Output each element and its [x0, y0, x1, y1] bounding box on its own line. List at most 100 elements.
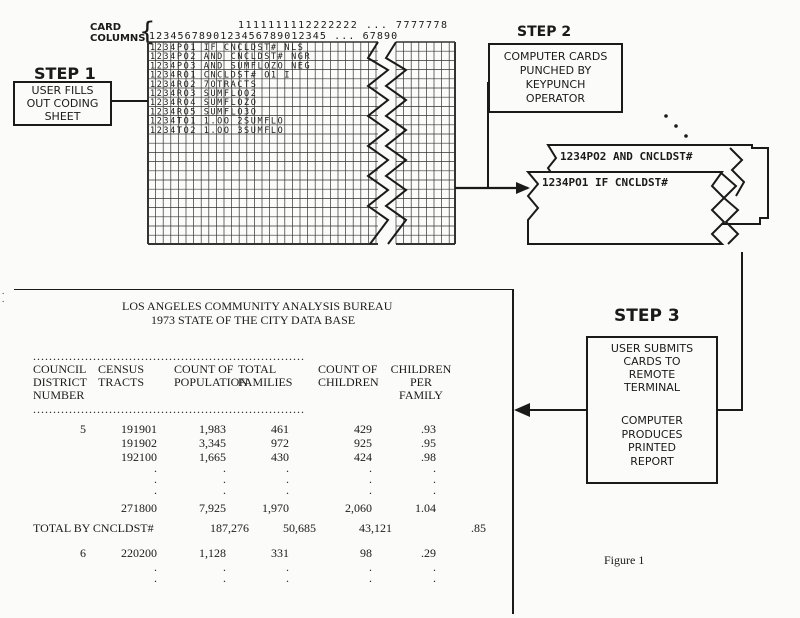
table-cell: . [286, 472, 289, 486]
table-cell: 925 [354, 436, 372, 450]
table-cell: 5 [80, 422, 86, 436]
table-cell: 192100 [121, 450, 157, 464]
table-cell: . [154, 560, 157, 574]
table-cell: . [154, 571, 157, 585]
table-cell: . [286, 483, 289, 497]
coding-sheet-row: 1234RO1 CNCLDST# O1 I [150, 71, 291, 81]
table-cell: . [433, 571, 436, 585]
table-cell: . [433, 472, 436, 486]
step3-line: PRINTED [628, 441, 676, 454]
table-cell: .98 [421, 450, 436, 464]
table-cell: 6 [80, 546, 86, 560]
total-cell: 187,276 [210, 521, 249, 535]
arrowhead-icon [514, 403, 530, 417]
table-cell: 430 [271, 450, 289, 464]
card-columns-label: CARD COLUMNS [90, 22, 146, 44]
step2-line: COMPUTER CARDS [503, 50, 608, 63]
step2-connector [455, 82, 489, 189]
coding-sheet-row: 1234PO1 IF CNCLDST# NLS [150, 43, 305, 53]
table-cell: 3,345 [199, 436, 226, 450]
step3-line: REMOTE [628, 368, 676, 381]
table-cell: 424 [354, 450, 372, 464]
table-cell: . [154, 483, 157, 497]
table-cell: 429 [354, 422, 372, 436]
step2-line: PUNCHED BY [519, 64, 592, 77]
coding-sheet-row: 1234TO2 1.OO 3SUMFLO [150, 126, 284, 136]
table-cell: 191901 [121, 422, 157, 436]
tear-edge-left [366, 41, 390, 245]
table-cell: 7,925 [199, 501, 226, 515]
total-cell: 43,121 [359, 521, 392, 535]
table-cell: 1,970 [262, 501, 289, 515]
table-cell: . [369, 461, 372, 475]
step3-line: TERMINAL [624, 381, 680, 394]
punched-card-front [525, 171, 726, 245]
coding-sheet-row: 1234RO3 SUMFLOO2 [150, 89, 257, 99]
step3-line: COMPUTER [621, 414, 683, 427]
table-cell: . [369, 571, 372, 585]
table-cell: . [154, 472, 157, 486]
step3-line: USER SUBMITS [610, 342, 694, 355]
step1-title: STEP 1 [34, 64, 96, 83]
coding-sheet-row: 1234TO1 1.OO 2SUMFLO [150, 117, 284, 127]
table-cell: 331 [271, 546, 289, 560]
punched-card-text: 1234PO1 IF CNCLDST# [542, 176, 668, 189]
step3-line: REPORT [630, 454, 674, 468]
columns-label-line: COLUMNS [90, 33, 146, 44]
table-cell: 1,983 [199, 422, 226, 436]
margin-mark: .. [2, 286, 5, 304]
total-label: TOTAL BY CNCLDST# [33, 521, 154, 535]
table-cell: . [369, 483, 372, 497]
step2-line: OPERATOR [525, 92, 586, 105]
table-cell: 1,128 [199, 546, 226, 560]
table-cell: . [433, 560, 436, 574]
dotted-rule: ........................................… [33, 349, 305, 363]
table-cell: 191902 [121, 436, 157, 450]
table-cell: 220200 [121, 546, 157, 560]
coding-sheet-row: 1234RO2 7OTRACTS [150, 80, 257, 90]
arrowhead-icon [516, 182, 530, 194]
table-cell: 1.04 [415, 501, 436, 515]
column-tens-row: 1111111112222222 ... 7777778 [238, 20, 449, 31]
step3-line: PRODUCES [621, 427, 683, 441]
table-cell: 98 [360, 546, 372, 560]
table-cell: 2,060 [345, 501, 372, 515]
table-cell: . [223, 483, 226, 497]
table-cell: 271800 [121, 501, 157, 515]
step3-title: STEP 3 [614, 306, 680, 326]
table-cell: . [369, 560, 372, 574]
table-cell: . [286, 560, 289, 574]
table-cell: . [286, 461, 289, 475]
step3-line: CARDS TO [623, 355, 681, 368]
column-units-row: 1234567890123456789012345 ... 67890 [149, 31, 399, 42]
table-cell: . [433, 483, 436, 497]
report-title: LOS ANGELES COMMUNITY ANALYSIS BUREAU [122, 299, 393, 313]
step1-line: SHEET [44, 110, 81, 123]
table-cell: . [433, 461, 436, 475]
table-cell: .29 [421, 546, 436, 560]
table-cell: .95 [421, 436, 436, 450]
card-label-line: CARD [90, 22, 122, 33]
step1-line: USER FILLS [31, 84, 94, 97]
coding-sheet-row: 1234PO2 AND CNCLDST# NGR [150, 52, 311, 62]
report-subtitle: 1973 STATE OF THE CITY DATA BASE [151, 313, 356, 327]
table-cell: . [223, 560, 226, 574]
step2-box: COMPUTER CARDS PUNCHED BY KEYPUNCH OPERA… [488, 43, 623, 113]
total-cell: .85 [471, 521, 486, 535]
dotted-rule: ........................................… [33, 402, 305, 416]
table-cell: . [286, 571, 289, 585]
step2-title: STEP 2 [517, 24, 572, 40]
table-cell: . [223, 571, 226, 585]
figure-caption: Figure 1 [604, 553, 645, 567]
punched-card-text: 1234PO2 AND CNCLDST# [560, 150, 693, 163]
table-cell: 972 [271, 436, 289, 450]
table-cell: . [369, 472, 372, 486]
step3-box: USER SUBMITS CARDS TO REMOTE TERMINAL CO… [586, 336, 718, 484]
